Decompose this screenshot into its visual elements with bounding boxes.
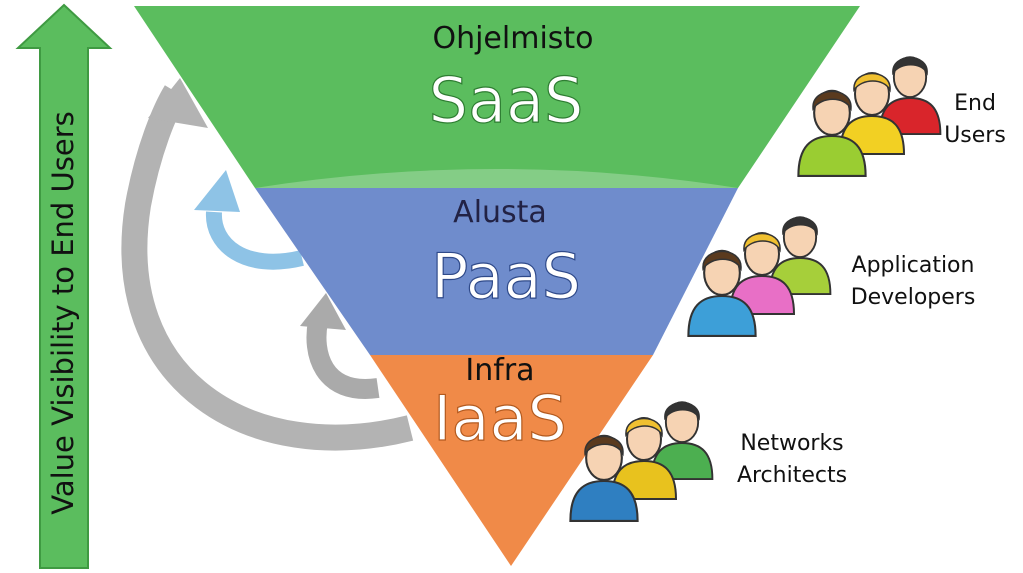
person-icon bbox=[610, 417, 678, 500]
saas-sublabel: Ohjelmisto bbox=[432, 21, 593, 56]
paas-layer bbox=[255, 188, 738, 355]
end-users-label: End Users bbox=[930, 88, 1020, 152]
small-cycle-arrow-head bbox=[194, 170, 240, 212]
architects-label: Networks Architects bbox=[722, 428, 862, 492]
cycle-arrows bbox=[121, 78, 414, 451]
end-users-people-icon bbox=[797, 56, 942, 177]
small-cycle-arrow bbox=[205, 211, 304, 270]
person-icon bbox=[797, 89, 867, 177]
large-cycle-arrow bbox=[121, 85, 414, 451]
paas-sublabel: Alusta bbox=[453, 195, 547, 230]
layer-gloss bbox=[255, 169, 738, 188]
architects-label-line1: Networks bbox=[740, 431, 844, 456]
developers-label-line1: Application bbox=[851, 253, 975, 278]
iaas-acronym: IaaS bbox=[433, 382, 567, 455]
large-cycle-arrow-head bbox=[148, 78, 208, 128]
architects-label-line2: Architects bbox=[736, 463, 848, 488]
developers-people-icon bbox=[687, 216, 832, 337]
person-icon bbox=[687, 249, 757, 337]
end-users-label-line1: End bbox=[954, 91, 996, 116]
paas-acronym: PaaS bbox=[431, 240, 581, 313]
value-visibility-arrow: Value Visibility to End Users bbox=[15, 3, 113, 569]
end-users-label-line2: Users bbox=[944, 123, 1006, 148]
medium-cycle-arrow bbox=[306, 320, 380, 399]
iaas-sublabel: Infra bbox=[465, 353, 534, 388]
service-layer-pyramid: Ohjelmisto SaaS Alusta PaaS Infra IaaS bbox=[134, 6, 860, 566]
medium-cycle-arrow-head bbox=[300, 293, 346, 330]
person-icon bbox=[569, 434, 639, 522]
axis-label: Value Visibility to End Users bbox=[46, 111, 80, 514]
architects-people-icon bbox=[569, 401, 714, 522]
developers-label: Application Developers bbox=[838, 250, 988, 314]
saas-layer bbox=[134, 6, 860, 188]
saas-acronym: SaaS bbox=[429, 64, 584, 137]
iaas-layer bbox=[370, 355, 653, 566]
developers-label-line2: Developers bbox=[850, 285, 976, 310]
